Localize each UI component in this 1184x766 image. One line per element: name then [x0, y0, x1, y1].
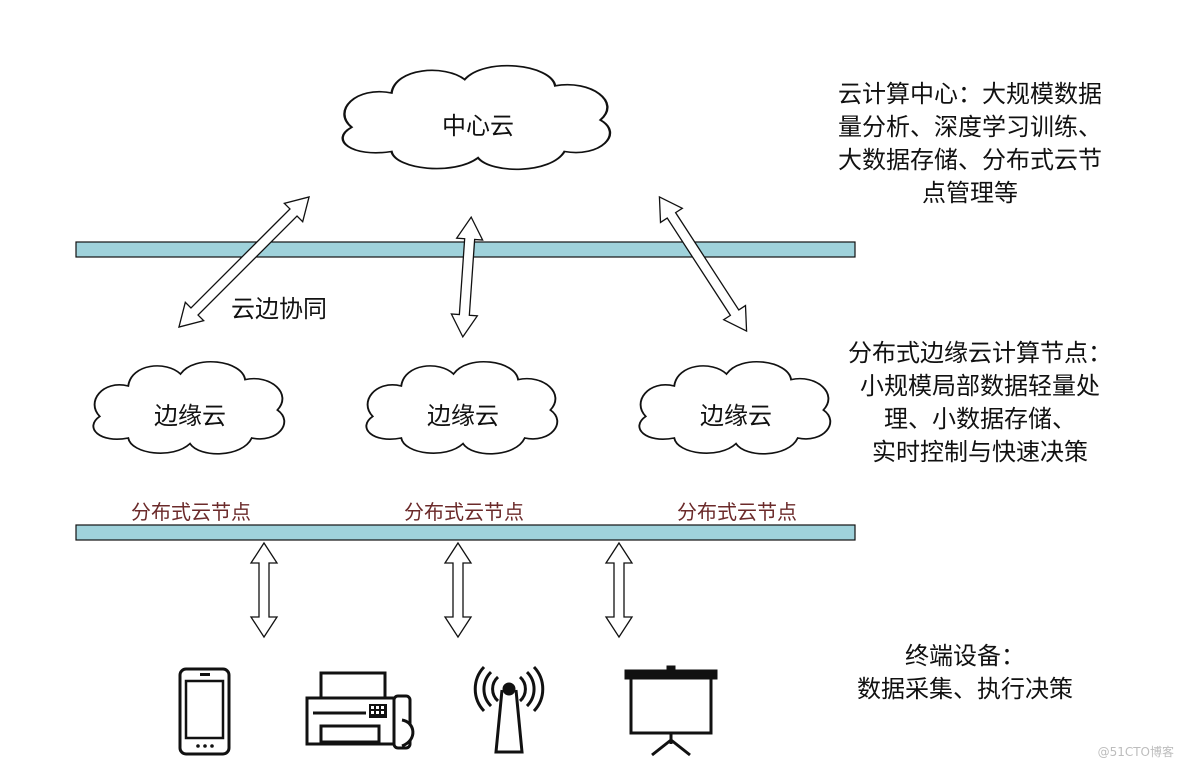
cloud-edge-arrow-left — [178, 196, 310, 328]
node-label-2: 分布式云节点 — [404, 500, 524, 524]
center-cloud-label: 中心云 — [442, 112, 514, 140]
cloud-edge-arrow-center — [450, 215, 484, 339]
edge-desc-line: 分布式边缘云计算节点： — [848, 339, 1112, 367]
fax-machine-icon — [305, 671, 415, 750]
antenna-icon — [473, 665, 545, 754]
node-label-3: 分布式云节点 — [677, 500, 797, 524]
cloud-edge-collab-label: 云边协同 — [231, 295, 327, 323]
terminal-arrow-1 — [249, 541, 279, 639]
watermark: @51CTO博客 — [1097, 745, 1174, 759]
center-description: 云计算中心：大规模数据 量分析、深度学习训练、 大数据存储、分布式云节 点管理等 — [815, 78, 1125, 210]
smartphone-icon — [178, 667, 231, 756]
center-desc-line: 大数据存储、分布式云节 — [838, 146, 1102, 174]
center-desc-line: 量分析、深度学习训练、 — [838, 113, 1102, 141]
projector-screen-icon — [624, 665, 718, 757]
center-desc-line: 云计算中心：大规模数据 — [838, 80, 1102, 108]
edge-desc-line: 理、小数据存储、 — [884, 405, 1076, 433]
cloud-edge-arrow-right — [658, 195, 748, 333]
terminal-arrow-3 — [604, 541, 634, 639]
terminal-desc-line: 终端设备： — [905, 642, 1025, 670]
edge-bus-bar — [75, 524, 856, 541]
edge-description: 分布式边缘云计算节点： 小规模局部数据轻量处 理、小数据存储、 实时控制与快速决… — [825, 337, 1135, 469]
edge-cloud-label-2: 边缘云 — [427, 402, 499, 430]
terminal-desc-line: 数据采集、执行决策 — [857, 675, 1073, 703]
edge-desc-line: 实时控制与快速决策 — [872, 438, 1088, 466]
node-label-1: 分布式云节点 — [131, 500, 251, 524]
edge-cloud-label-1: 边缘云 — [154, 402, 226, 430]
edge-desc-line: 小规模局部数据轻量处 — [860, 372, 1100, 400]
terminal-description: 终端设备： 数据采集、执行决策 — [820, 640, 1110, 706]
center-desc-line: 点管理等 — [922, 179, 1018, 207]
edge-cloud-label-3: 边缘云 — [700, 402, 772, 430]
terminal-arrow-2 — [443, 541, 473, 639]
